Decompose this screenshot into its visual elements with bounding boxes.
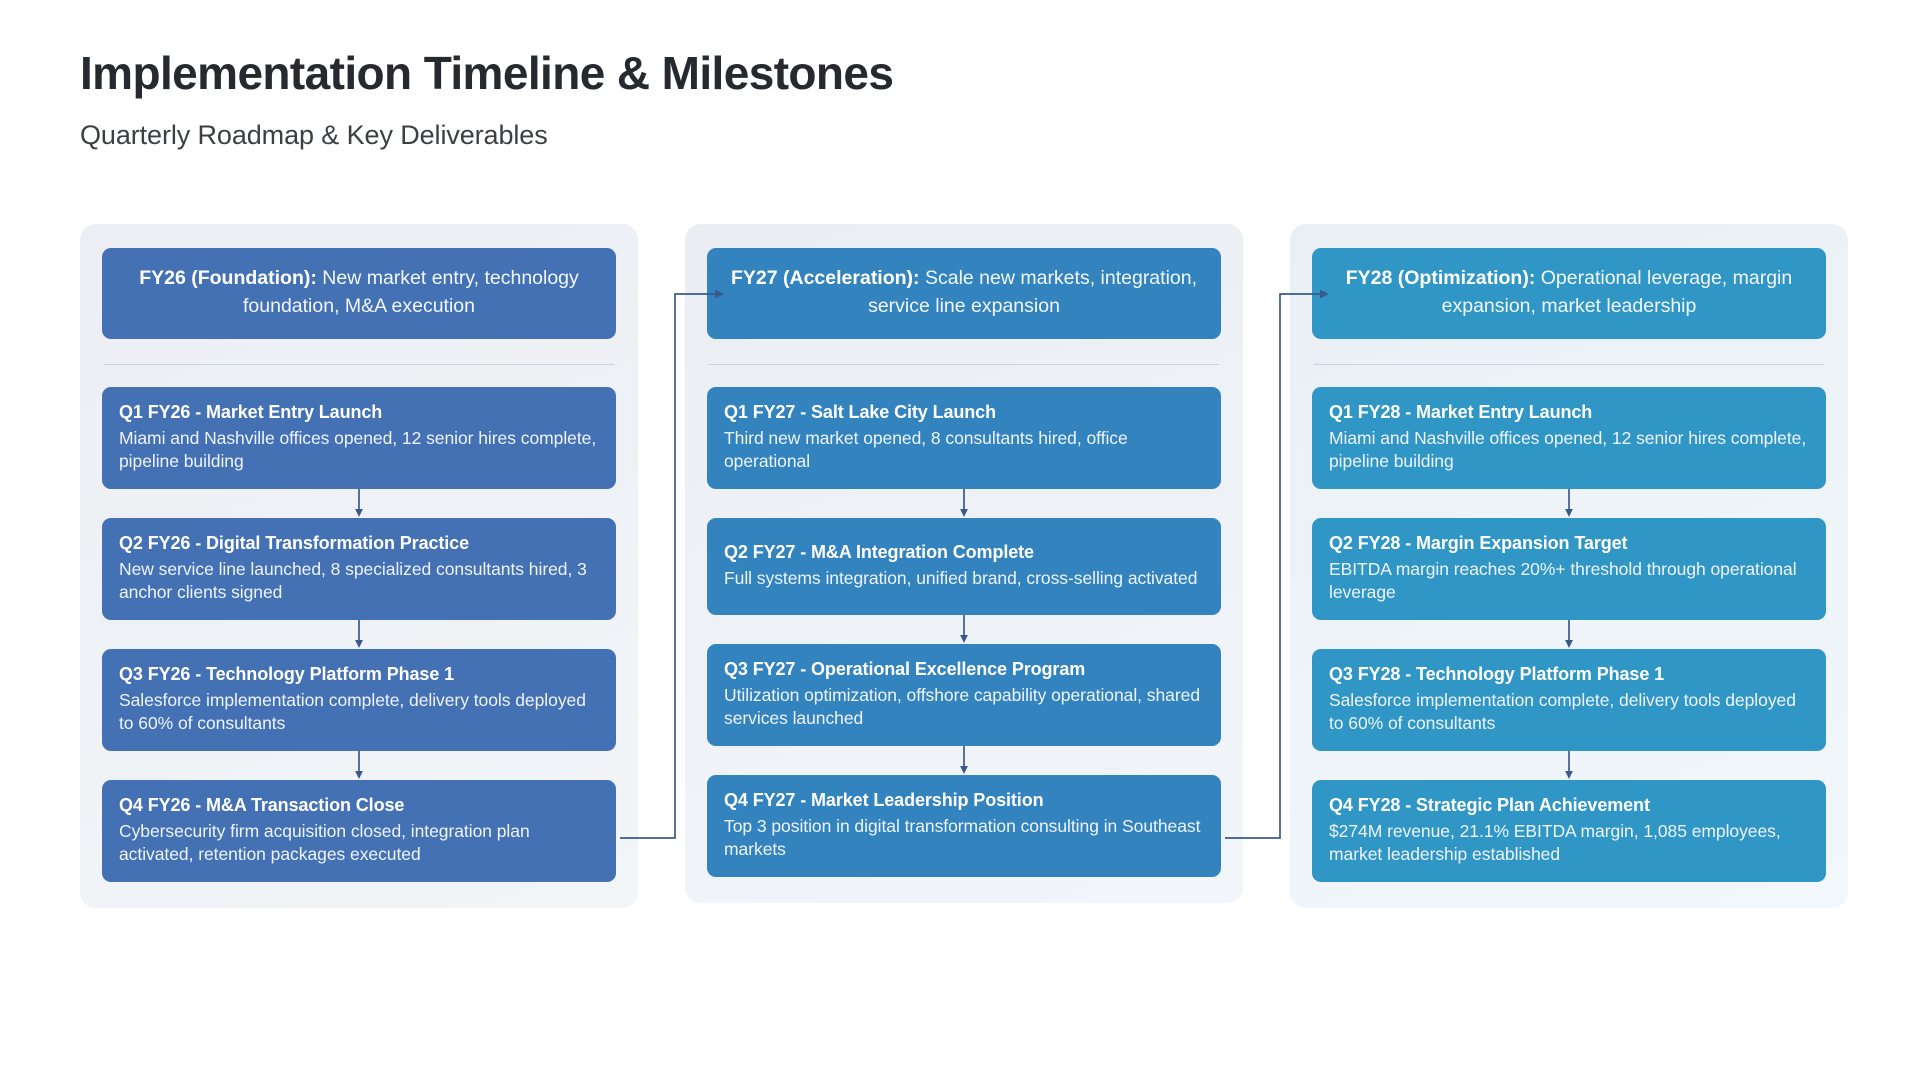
milestone-list-fy28: Q1 FY28 - Market Entry Launch Miami and …: [1312, 387, 1826, 883]
phase-header-text: Operational leverage, margin expansion, …: [1441, 267, 1793, 317]
milestone-description: Third new market opened, 8 consultants h…: [724, 427, 1128, 472]
milestone-title: Q1 FY28 - Market Entry Launch: [1329, 402, 1593, 423]
phase-column-fy27: FY27 (Acceleration): Scale new markets, …: [685, 224, 1243, 904]
milestone-description: Top 3 position in digital transformation…: [724, 815, 1201, 859]
milestone-description: New service line launched, 8 specialized…: [119, 558, 587, 602]
phase-header-label: FY28 (Optimization):: [1345, 267, 1536, 289]
milestone-description: EBITDA margin reaches 20%+ threshold thr…: [1329, 558, 1797, 602]
milestone-title: Q3 FY26 - Technology Platform Phase 1: [119, 664, 455, 685]
down-arrow-icon: [1312, 751, 1826, 780]
milestone-title: Q3 FY28 - Technology Platform Phase 1: [1329, 664, 1665, 685]
milestone-card[interactable]: Q4 FY27 - Market Leadership Position Top…: [707, 775, 1221, 878]
milestone-title: Q4 FY26 - M&A Transaction Close: [119, 795, 405, 816]
phase-column-fy28: FY28 (Optimization): Operational leverag…: [1290, 224, 1848, 909]
milestone-card[interactable]: Q2 FY26 - Digital Transformation Practic…: [102, 518, 616, 621]
milestone-description: Salesforce implementation complete, deli…: [1329, 689, 1796, 733]
down-arrow-icon: [707, 746, 1221, 775]
milestone-title: Q1 FY26 - Market Entry Launch: [119, 402, 383, 423]
milestone-card[interactable]: Q3 FY28 - Technology Platform Phase 1 Sa…: [1312, 649, 1826, 752]
column-divider: [1314, 364, 1824, 366]
milestone-description: Salesforce implementation complete, deli…: [119, 689, 586, 733]
phase-header-fy27: FY27 (Acceleration): Scale new markets, …: [707, 248, 1221, 340]
down-arrow-icon: [707, 489, 1221, 518]
phase-header-fy26: FY26 (Foundation): New market entry, tec…: [102, 248, 616, 340]
milestone-title: Q4 FY27 - Market Leadership Position: [724, 790, 1044, 811]
milestone-card[interactable]: Q4 FY26 - M&A Transaction Close Cybersec…: [102, 780, 616, 883]
phase-header-label: FY27 (Acceleration):: [730, 267, 920, 289]
milestone-title: Q2 FY27 - M&A Integration Complete: [724, 542, 1034, 563]
milestone-title: Q1 FY27 - Salt Lake City Launch: [724, 402, 996, 423]
milestone-card[interactable]: Q1 FY28 - Market Entry Launch Miami and …: [1312, 387, 1826, 490]
milestone-description: $274M revenue, 21.1% EBITDA margin, 1,08…: [1329, 820, 1781, 864]
milestone-title: Q3 FY27 - Operational Excellence Program: [724, 659, 1086, 680]
down-arrow-icon: [102, 489, 616, 518]
milestone-card[interactable]: Q2 FY28 - Margin Expansion Target EBITDA…: [1312, 518, 1826, 621]
milestone-description: Utilization optimization, offshore capab…: [724, 684, 1201, 728]
milestone-title: Q4 FY28 - Strategic Plan Achievement: [1329, 795, 1650, 816]
page-subtitle: Quarterly Roadmap & Key Deliverables: [80, 120, 548, 150]
milestone-title: Q2 FY26 - Digital Transformation Practic…: [119, 533, 470, 554]
phase-header-fy28: FY28 (Optimization): Operational leverag…: [1312, 248, 1826, 340]
phase-header-text: Scale new markets, integration, service …: [868, 267, 1198, 317]
page-title: Implementation Timeline & Milestones: [80, 47, 894, 99]
milestone-description: Cybersecurity firm acquisition closed, i…: [119, 820, 530, 864]
phase-column-fy26: FY26 (Foundation): New market entry, tec…: [80, 224, 638, 909]
phase-header-label: FY26 (Foundation):: [139, 267, 317, 289]
milestone-title: Q2 FY28 - Margin Expansion Target: [1329, 533, 1628, 554]
down-arrow-icon: [1312, 620, 1826, 649]
column-divider: [709, 364, 1219, 366]
phase-header-text: New market entry, technology foundation,…: [243, 267, 579, 317]
milestone-description: Miami and Nashville offices opened, 12 s…: [119, 427, 597, 472]
down-arrow-icon: [707, 615, 1221, 644]
milestone-card[interactable]: Q3 FY26 - Technology Platform Phase 1 Sa…: [102, 649, 616, 752]
down-arrow-icon: [102, 751, 616, 780]
down-arrow-icon: [102, 620, 616, 649]
milestone-card[interactable]: Q4 FY28 - Strategic Plan Achievement $27…: [1312, 780, 1826, 883]
milestone-description: Miami and Nashville offices opened, 12 s…: [1329, 427, 1807, 472]
timeline-board: FY26 (Foundation): New market entry, tec…: [80, 224, 1848, 924]
down-arrow-icon: [1312, 489, 1826, 518]
milestone-card[interactable]: Q2 FY27 - M&A Integration Complete Full …: [707, 518, 1221, 616]
milestone-list-fy26: Q1 FY26 - Market Entry Launch Miami and …: [102, 387, 616, 883]
column-divider: [104, 364, 614, 366]
milestone-description: Full systems integration, unified brand,…: [724, 567, 1198, 588]
milestone-card[interactable]: Q1 FY26 - Market Entry Launch Miami and …: [102, 387, 616, 490]
milestone-list-fy27: Q1 FY27 - Salt Lake City Launch Third ne…: [707, 387, 1221, 878]
milestone-card[interactable]: Q1 FY27 - Salt Lake City Launch Third ne…: [707, 387, 1221, 490]
milestone-card[interactable]: Q3 FY27 - Operational Excellence Program…: [707, 644, 1221, 747]
